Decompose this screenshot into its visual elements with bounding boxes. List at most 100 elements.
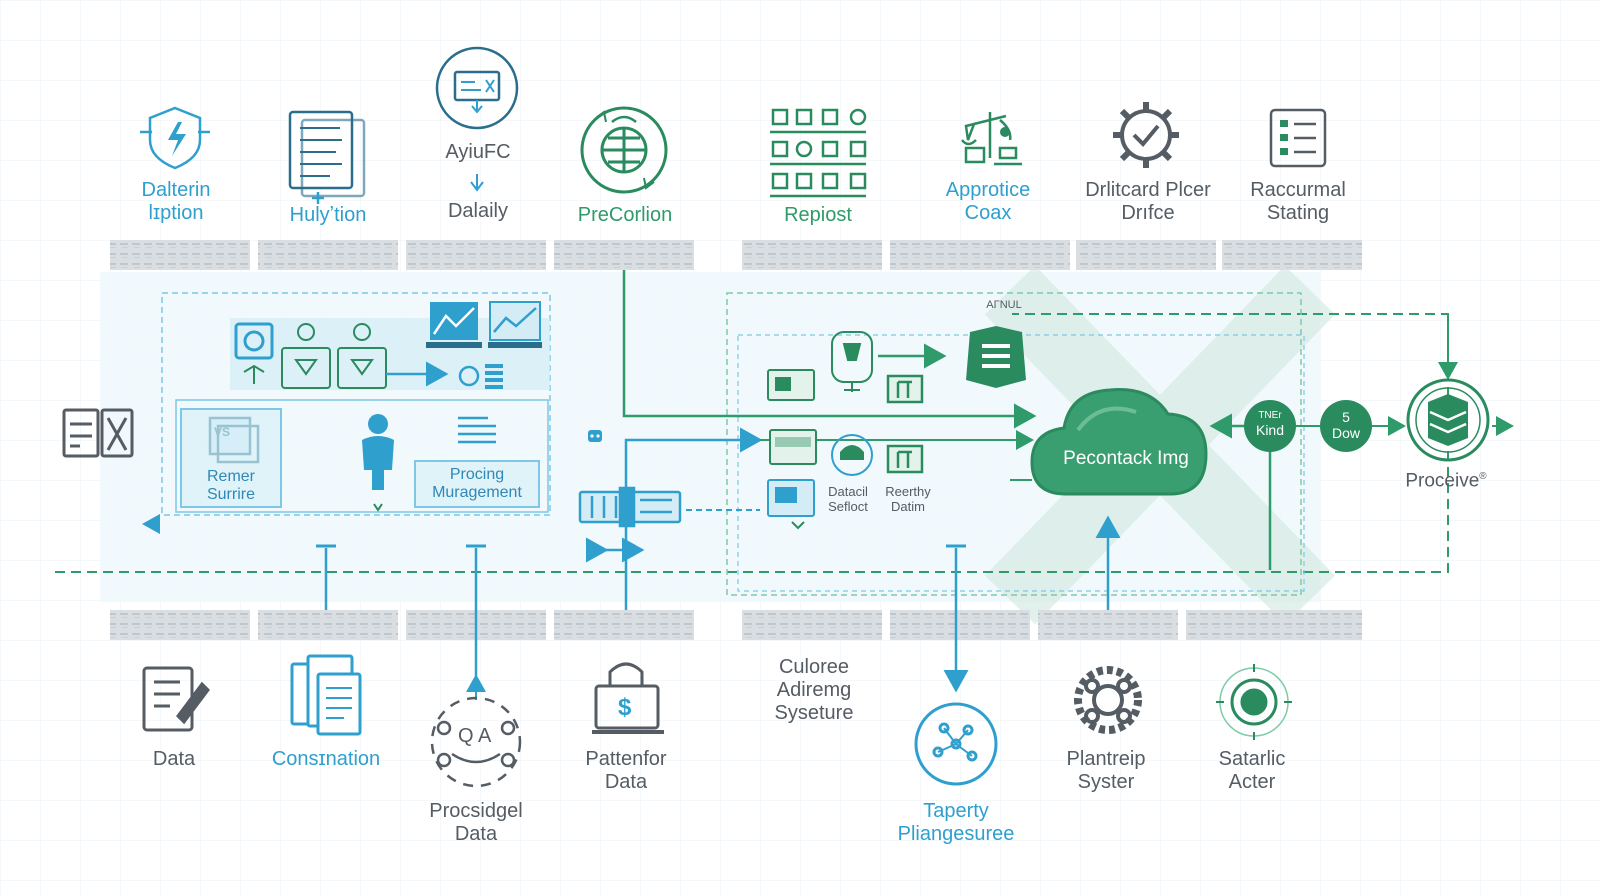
top-node-4-line1: PreCorlion xyxy=(577,204,673,226)
top-node-label-6: Approtice Coax xyxy=(946,179,1031,225)
top-node-7-line2: Drıfce xyxy=(1121,202,1175,224)
window-icon-1 xyxy=(886,374,924,404)
bottom-node-label-6: Taperty Pliangesuree xyxy=(898,800,1015,846)
bottom-node-5-line2: Adiremg xyxy=(776,679,852,701)
menu-doc-icon xyxy=(966,326,1026,388)
top-node-6-line1: Approtice xyxy=(945,179,1031,201)
stack-icon xyxy=(485,364,503,389)
kind-node-line1: TNEr xyxy=(1258,410,1282,421)
bottom-node-1-line1: Data xyxy=(152,748,196,770)
top-node-label-4: PreCorlion xyxy=(578,204,672,227)
dollar-sign: $ xyxy=(618,694,632,721)
remer-box: Remer Surrire xyxy=(180,408,282,508)
top-node-label-8: Raccurmal Stating xyxy=(1250,179,1346,225)
gear-check-icon xyxy=(1113,102,1179,168)
top-node-1-line2: lɪption xyxy=(148,202,204,224)
procing-line1: Procing xyxy=(449,466,505,483)
document-edit-icon xyxy=(142,666,210,732)
top-node-8-line1: Raccurmal xyxy=(1250,179,1346,201)
kind-node xyxy=(1244,400,1296,452)
target-icon xyxy=(1216,664,1292,740)
bottom-node-label-4: Pattenfor Data xyxy=(585,748,666,794)
database-icon xyxy=(1406,378,1490,462)
scale-icon xyxy=(961,112,1022,166)
top-node-label-1: Dalterin lɪption xyxy=(142,179,211,225)
document-icon xyxy=(288,110,366,204)
switch-icon xyxy=(578,486,682,528)
left-group-inner xyxy=(175,399,549,513)
top-node-label-3b: Dalaily xyxy=(448,200,508,223)
bottom-node-2-line1: Consɪnation xyxy=(271,748,381,770)
camera-icon xyxy=(234,322,274,360)
green-top-feed xyxy=(622,270,1037,429)
person-icon xyxy=(362,414,394,512)
bottom-node-7-line1: Plantreip xyxy=(1066,748,1146,770)
datacil-line1: Datacil xyxy=(828,484,868,499)
dow-node-line2: Dow xyxy=(1331,425,1361,441)
documents-icon xyxy=(290,654,362,736)
kind-node-label: TNEr Kind xyxy=(1256,410,1284,439)
top-node-label-3: AyiuFC xyxy=(445,141,510,164)
dow-node xyxy=(1320,400,1372,452)
top-node-2-line1: Hulyʼtion xyxy=(289,204,367,226)
reerthy-line1: Reerthy xyxy=(885,484,931,499)
cloud-label: Pecontack Img xyxy=(1063,448,1189,469)
list-lines-icon xyxy=(458,416,496,444)
pipeline-circle-icon xyxy=(458,365,480,387)
bottom-node-label-7: Plantreip Syster xyxy=(1067,748,1146,794)
bottom-node-label-5: Culoree Adiremg Syseture xyxy=(775,656,854,725)
remer-line1: Remer xyxy=(206,468,255,485)
server-icon xyxy=(62,408,134,458)
window-icon-2 xyxy=(886,444,924,474)
top-node-6-line2: Coax xyxy=(964,202,1012,224)
dow-node-line1: 5 xyxy=(1342,409,1350,425)
gears-cluster-icon xyxy=(1074,666,1142,734)
monitor-cycle-icon xyxy=(435,46,519,192)
bottom-node-4-line1: Pattenfor xyxy=(585,748,667,770)
pipeline-node-icon xyxy=(243,323,387,389)
dow-node-label: 5 Dow xyxy=(1332,409,1360,442)
people-network-icon xyxy=(430,696,522,788)
bottom-node-7-line2: Syster xyxy=(1077,771,1135,793)
bottom-node-3-line2: Data xyxy=(454,823,498,845)
proceive-mark: ® xyxy=(1479,471,1487,482)
left-group-outer xyxy=(161,292,551,516)
bottom-node-label-3: Procsidgel Data xyxy=(429,800,522,846)
bottom-node-4-line2: Data xyxy=(604,771,648,793)
bottom-node-6-line2: Pliangesuree xyxy=(897,823,1015,845)
datacil-label: Datacil Sefloct xyxy=(828,484,868,514)
small-robot-icon xyxy=(588,430,602,442)
datacil-line2: Sefloct xyxy=(828,499,868,514)
bottom-node-8-line2: Acter xyxy=(1228,771,1276,793)
globe-cycle-icon xyxy=(580,106,668,194)
folder-blue-icon-3 xyxy=(767,479,815,530)
folder-blue-icon-2 xyxy=(769,429,817,465)
shield-bolt-icon xyxy=(140,106,210,170)
reerthy-label: Reerthy Datim xyxy=(885,484,931,514)
bottom-band xyxy=(110,610,1362,640)
bottom-node-8-line1: Satarlic xyxy=(1218,748,1286,770)
top-node-3-line2: Dalaily xyxy=(447,200,509,222)
center-small-label: AΓNUL xyxy=(986,299,1022,311)
bottom-node-5-line3: Syseture xyxy=(774,702,854,724)
lock-dollar-icon xyxy=(592,662,664,734)
helmet-icon xyxy=(831,434,873,476)
center-group-outer xyxy=(726,292,1302,596)
top-node-1-line1: Dalterin xyxy=(141,179,211,201)
proceive-text: Proceive xyxy=(1405,470,1480,492)
capsule-icon xyxy=(831,331,873,392)
proceive-label: Proceive® xyxy=(1405,465,1486,492)
bottom-node-5-line1: Culoree xyxy=(778,656,850,678)
top-band xyxy=(110,240,1362,270)
top-node-3-line1: AyiuFC xyxy=(445,141,511,163)
grid-report-icon xyxy=(770,108,867,198)
top-node-label-2: Hulyʼtion xyxy=(290,204,367,227)
folder-blue-icon-1 xyxy=(767,369,815,401)
kind-node-line2: Kind xyxy=(1255,422,1285,438)
bottom-node-label-8: Satarlic Acter xyxy=(1219,748,1286,794)
procing-box: Procing Muragement xyxy=(414,460,540,508)
top-node-label-7: Drlitcard Plcer Drıfce xyxy=(1085,179,1211,225)
people-network-letters: Q A xyxy=(458,725,492,747)
